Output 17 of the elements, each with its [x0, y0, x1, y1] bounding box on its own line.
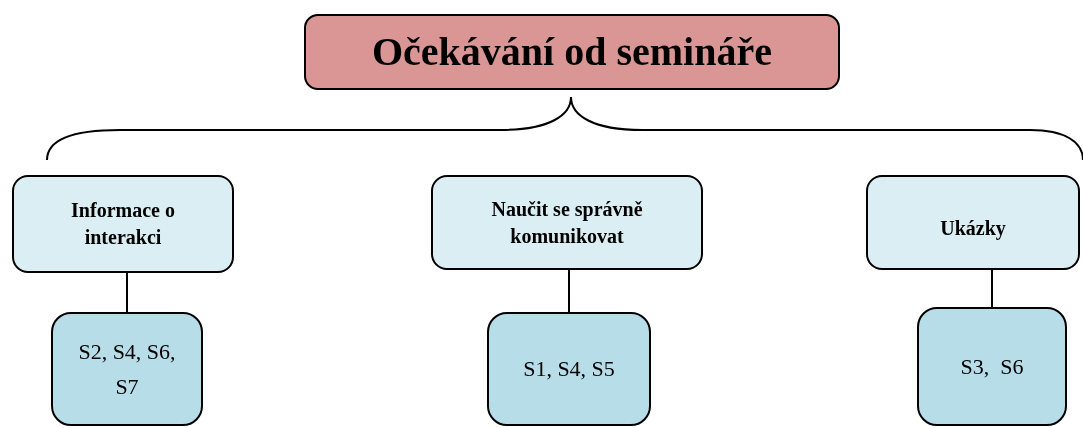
- title-box: [304, 14, 840, 90]
- category-box: [431, 175, 703, 270]
- category-box: [12, 175, 234, 273]
- box-label: Naučit se správně komunikovat: [490, 196, 644, 249]
- box-label: Informace o interakci: [70, 198, 176, 250]
- connector-line: [126, 272, 128, 313]
- box-label: Očekávání od semináře: [372, 30, 772, 74]
- respondent-box: [487, 312, 651, 426]
- respondent-box: [917, 307, 1067, 426]
- box-label: S1, S4, S5: [523, 355, 615, 384]
- category-box: [866, 175, 1080, 270]
- box-label: S3, S6: [960, 352, 1024, 381]
- box-label: S2, S4, S6, S7: [77, 337, 177, 401]
- connector-line: [991, 269, 993, 308]
- respondent-box: [51, 312, 203, 426]
- box-label: Ukázky: [940, 216, 1006, 242]
- connector-line: [568, 269, 570, 313]
